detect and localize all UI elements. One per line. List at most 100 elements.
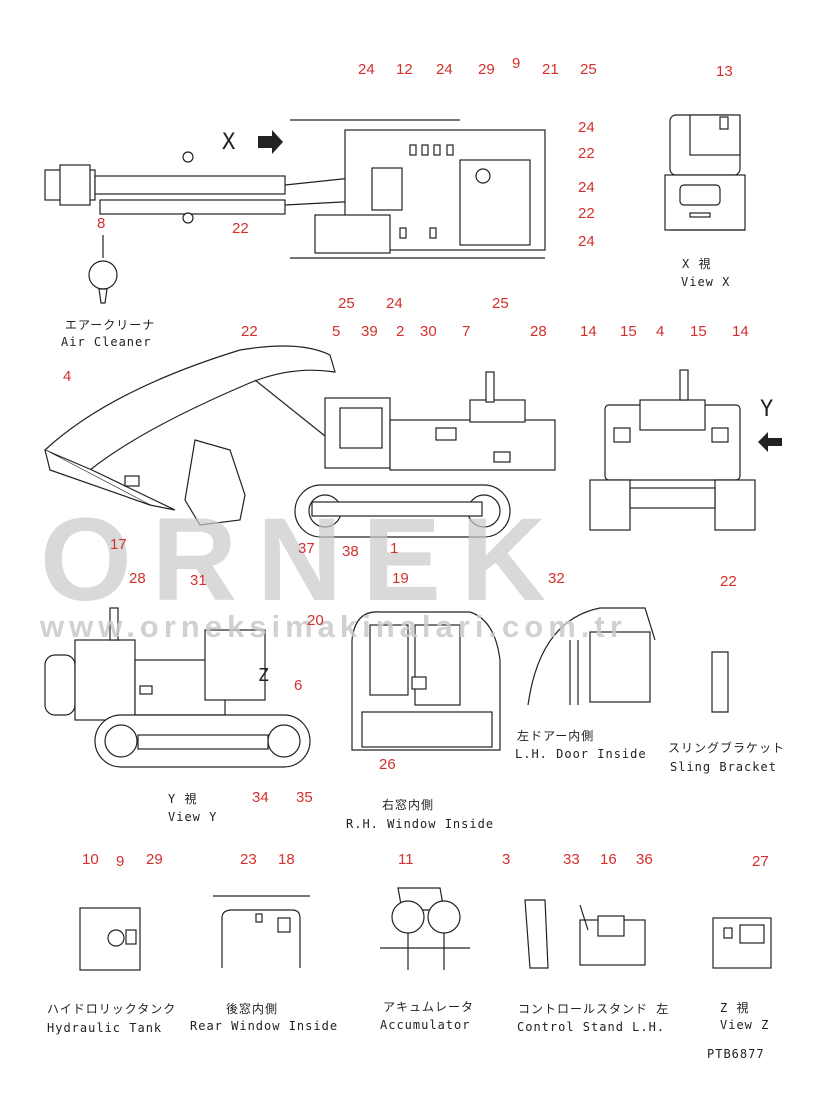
- view-title-jp: アキュムレータ: [383, 1000, 474, 1014]
- callout: 24: [578, 233, 595, 250]
- view-title-jp: スリングブラケット: [668, 740, 785, 755]
- side-view-drawing: [43, 345, 556, 538]
- view-z-marker: Z: [258, 665, 270, 686]
- accumulator-drawing: [380, 887, 470, 970]
- callout: 28: [530, 323, 547, 340]
- view-title-en: Accumulator: [380, 1018, 470, 1032]
- callout: 24: [358, 61, 375, 78]
- callout: 22: [232, 220, 249, 237]
- callout: 24: [578, 119, 595, 136]
- view-title-en: Sling Bracket: [670, 760, 777, 774]
- callout: 4: [656, 323, 664, 340]
- view-x-drawing: [664, 114, 746, 231]
- callout: 1: [390, 540, 398, 557]
- callout: 2: [396, 323, 404, 340]
- callout: 12: [396, 61, 413, 78]
- callout: 22: [578, 145, 595, 162]
- callout: 28: [129, 570, 146, 587]
- view-title-jp: 左ドアー内側: [517, 728, 594, 743]
- hydraulic-tank-drawing: [79, 907, 141, 971]
- callout: 25: [580, 61, 597, 78]
- rear-window-drawing: [213, 895, 310, 968]
- drawing-code: PTB6877: [707, 1047, 765, 1061]
- sling-bracket-drawing: [711, 651, 729, 713]
- view-title-en: Control Stand L.H.: [517, 1020, 665, 1034]
- callout: 21: [542, 61, 559, 78]
- view-title-jp: 後窓内側: [226, 1001, 278, 1016]
- callout: 33: [563, 851, 580, 868]
- callout: 4: [63, 368, 71, 385]
- callout: 26: [379, 756, 396, 773]
- view-title-jp: エアークリーナ: [65, 318, 155, 332]
- callout: 20: [307, 612, 324, 629]
- top-view-drawing: [44, 119, 546, 259]
- view-title-en: L.H. Door Inside: [515, 747, 647, 761]
- callout: 11: [398, 851, 414, 868]
- callout: 10: [82, 851, 99, 868]
- view-title-en: Hydraulic Tank: [47, 1021, 162, 1035]
- callout: 6: [294, 677, 302, 694]
- callout: 18: [278, 851, 295, 868]
- view-title-en: Air Cleaner: [61, 335, 151, 349]
- view-title-en: View Z: [720, 1018, 769, 1032]
- view-titles: エアークリーナ Air Cleaner X 視 View X Y 視 View …: [47, 256, 785, 1035]
- callout: 16: [600, 851, 617, 868]
- view-title-en: View X: [681, 275, 730, 289]
- callout: 7: [462, 323, 470, 340]
- callout: 27: [752, 853, 769, 870]
- callout-numbers: 24 12 24 29 9 21 25 24 22 24 22 24 22 25…: [63, 55, 769, 870]
- callout: 22: [578, 205, 595, 222]
- view-y-marker: Y: [760, 397, 774, 422]
- right-side-drawing: [44, 607, 311, 768]
- callout: 24: [436, 61, 453, 78]
- callout: 30: [420, 323, 437, 340]
- callout: 23: [240, 851, 257, 868]
- view-title-en: Rear Window Inside: [190, 1019, 338, 1033]
- control-stand-drawing: [524, 899, 646, 969]
- view-title-jp: Y 視: [168, 791, 197, 806]
- callout: 9: [116, 853, 124, 870]
- callout: 9: [512, 55, 520, 72]
- callout: 19: [392, 570, 409, 587]
- callout: 38: [342, 543, 359, 560]
- callout: 22: [720, 573, 737, 590]
- lh-door-drawing: [527, 607, 656, 706]
- callout: 24: [578, 179, 595, 196]
- callout: 29: [478, 61, 495, 78]
- callout: 25: [338, 295, 355, 312]
- view-title-jp: Z 視: [720, 1000, 749, 1015]
- callout: 36: [636, 851, 653, 868]
- callout: 15: [690, 323, 707, 340]
- callout: 13: [716, 63, 733, 80]
- rh-window-drawing: [351, 611, 501, 751]
- watermark-url: www.orneksimakinalari.com.tr: [39, 609, 627, 644]
- view-title-en: View Y: [168, 810, 217, 824]
- view-x-marker: X: [222, 130, 236, 155]
- callout: 24: [386, 295, 403, 312]
- callout: 34: [252, 789, 269, 806]
- view-z-drawing: [712, 917, 772, 969]
- air-cleaner-drawing: [88, 235, 118, 304]
- callout: 3: [502, 851, 510, 868]
- callout: 5: [332, 323, 340, 340]
- callout: 14: [580, 323, 597, 340]
- watermark-brand: ORNEK: [40, 494, 566, 626]
- rear-view-drawing: [589, 369, 782, 531]
- callout: 15: [620, 323, 637, 340]
- callout: 32: [548, 570, 565, 587]
- callout: 37: [298, 540, 315, 557]
- callout: 17: [110, 536, 127, 553]
- view-title-jp: ハイドロリックタンク: [47, 1002, 176, 1016]
- callout: 25: [492, 295, 509, 312]
- callout: 31: [190, 572, 207, 589]
- callout: 22: [241, 323, 258, 340]
- callout: 39: [361, 323, 378, 340]
- view-title-en: R.H. Window Inside: [346, 817, 494, 831]
- callout: 8: [97, 215, 105, 232]
- callout: 29: [146, 851, 163, 868]
- callout: 35: [296, 789, 313, 806]
- view-title-jp: 右窓内側: [382, 797, 434, 812]
- view-title-jp: コントロールスタンド 左: [518, 1001, 669, 1016]
